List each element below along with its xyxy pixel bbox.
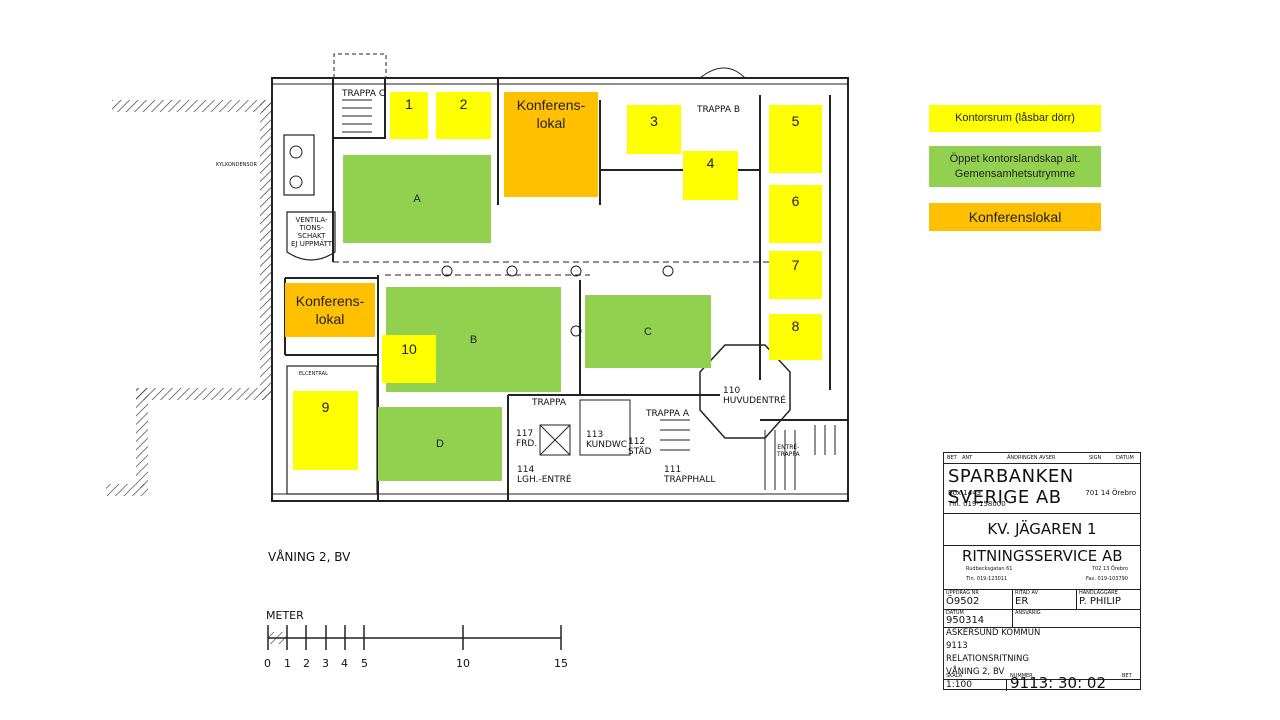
office-10[interactable]: 10 (382, 335, 436, 383)
client-section: SPARBANKEN SVERIGE AB Box 1443 701 14 Ör… (944, 463, 1140, 514)
scale-tick-15: 15 (554, 657, 568, 670)
desc-floor: VÅNING 2, BV (946, 667, 1005, 677)
datum-value: 950314 (946, 615, 985, 626)
office-2[interactable]: 2 (436, 92, 491, 139)
drafter-fax: Fax. 019-103790 (1085, 576, 1128, 582)
office-5[interactable]: 5 (769, 105, 822, 173)
open-area-a[interactable]: A (343, 155, 491, 243)
scale-tick-4: 4 (341, 657, 348, 670)
office-9[interactable]: 9 (293, 391, 358, 470)
skala-label: SKALA (946, 673, 963, 679)
title-block: BET ANT ÄNDRINGEN AVSER SIGN DATUM SPARB… (943, 452, 1141, 692)
walls (271, 53, 849, 502)
rev-andring: ÄNDRINGEN AVSER (1007, 455, 1056, 461)
scale-tick-10: 10 (456, 657, 470, 670)
legend-office: Kontorsrum (låsbar dörr) (929, 105, 1101, 132)
datum-label: DATUM (946, 610, 964, 616)
rev-ant: ANT (962, 455, 973, 461)
open-area-d[interactable]: D (378, 407, 502, 481)
scale-bar (267, 625, 562, 650)
office-8[interactable]: 8 (769, 314, 822, 360)
label-ventilation: VENTILA- TIONS- SCHAKT EJ UPPMÄTT (291, 216, 332, 248)
ritad-value: ER (1015, 596, 1029, 607)
label-113: 113 KUNDWC (586, 430, 628, 450)
bet-label: BET (1122, 673, 1132, 679)
desc-number: 9113 (946, 641, 968, 651)
scale-tick-3: 3 (322, 657, 329, 670)
assignment-row: UPPDRAG NR Ö9502 RITAD AV ER HANDLÄGGARE… (944, 589, 1140, 610)
stair-treads (342, 99, 836, 490)
ansvarig-label: ANSVARIG (1015, 610, 1041, 616)
label-117: 117 FRD. (516, 429, 538, 449)
uppdrag-label: UPPDRAG NR (946, 590, 979, 596)
office-3[interactable]: 3 (627, 105, 681, 154)
ritad-label: RITAD AV (1015, 590, 1038, 596)
drafter-name: RITNINGSSERVICE AB (962, 547, 1123, 565)
legend-open-area: Öppet kontorslandskap alt. Gemensamhetsu… (929, 146, 1101, 187)
client-tel: Tln. 019-158000 (948, 500, 1006, 508)
nummer-label: NUMMER (1010, 673, 1033, 679)
ground-hatching (106, 100, 272, 496)
rev-bet: BET (947, 455, 957, 461)
legend-conference: Konferenslokal (929, 203, 1101, 231)
scale-unit: METER (266, 609, 304, 622)
office-6[interactable]: 6 (769, 185, 822, 243)
open-area-c[interactable]: C (585, 295, 711, 368)
nummer-value: 9113: 30: 02 (1010, 674, 1106, 692)
drafter-section: RITNINGSSERVICE AB Rudbecksgatan 61 702 … (944, 545, 1140, 590)
conference-room-left[interactable]: Konferens- lokal (285, 283, 375, 337)
label-trappa-b: TRAPPA B (697, 105, 741, 115)
client-name: SPARBANKEN SVERIGE AB (948, 466, 1074, 508)
client-city: 701 14 Örebro (1085, 489, 1136, 497)
label-110: 110 HUVUDENTRÉ (723, 386, 786, 406)
scale-tick-0: 0 (264, 657, 271, 670)
desc-kommun: ASKERSUND KOMMUN (946, 628, 1041, 638)
label-kylkondensor: KYLKONDENSOR (216, 162, 257, 168)
revision-header-row: BET ANT ÄNDRINGEN AVSER SIGN DATUM (944, 453, 1140, 464)
office-7[interactable]: 7 (769, 251, 822, 299)
desc-type: RELATIONSRITNING (946, 654, 1029, 664)
label-112: 112 STÄD (628, 437, 652, 457)
office-4[interactable]: 4 (683, 151, 738, 200)
description-block: ASKERSUND KOMMUN 9113 RELATIONSRITNING V… (944, 627, 1140, 680)
date-row: DATUM 950314 ANSVARIG (944, 609, 1140, 628)
uppdrag-value: Ö9502 (946, 596, 980, 607)
label-trappa: TRAPPA (532, 398, 566, 408)
label-trappa-a: TRAPPA A (646, 409, 689, 419)
label-elcentral: ELCENTRAL (299, 371, 328, 377)
number-row: SKALA 1:100 NUMMER 9113: 30: 02 BET (944, 673, 1140, 692)
scale-tick-2: 2 (303, 657, 310, 670)
handlaggare-label: HANDLÄGGARE (1079, 590, 1118, 596)
conference-room-top[interactable]: Konferens- lokal (504, 92, 598, 197)
client-box: Box 1443 (948, 489, 982, 497)
scale-tick-1: 1 (284, 657, 291, 670)
rev-sign: SIGN (1089, 455, 1102, 461)
property-name: KV. JÄGAREN 1 (944, 513, 1140, 546)
label-114: 114 LGH.-ENTRÉ (517, 465, 572, 485)
scale-tick-5: 5 (361, 657, 368, 670)
label-trappa-c: TRAPPA C (342, 89, 386, 99)
label-111: 111 TRAPPHALL (664, 465, 716, 485)
skala-value: 1:100 (946, 680, 972, 690)
rev-datum: DATUM (1116, 455, 1134, 461)
handlaggare-value: P. PHILIP (1079, 596, 1121, 607)
drafter-city: 702 13 Örebro (1091, 566, 1128, 572)
drafter-tel: Tln. 019-123011 (966, 576, 1008, 582)
office-1[interactable]: 1 (390, 92, 428, 139)
drafter-street: Rudbecksgatan 61 (966, 566, 1013, 572)
floor-title: VÅNING 2, BV (268, 550, 351, 564)
label-entretrappa: ENTRÉ- TRAPPA (777, 444, 800, 458)
